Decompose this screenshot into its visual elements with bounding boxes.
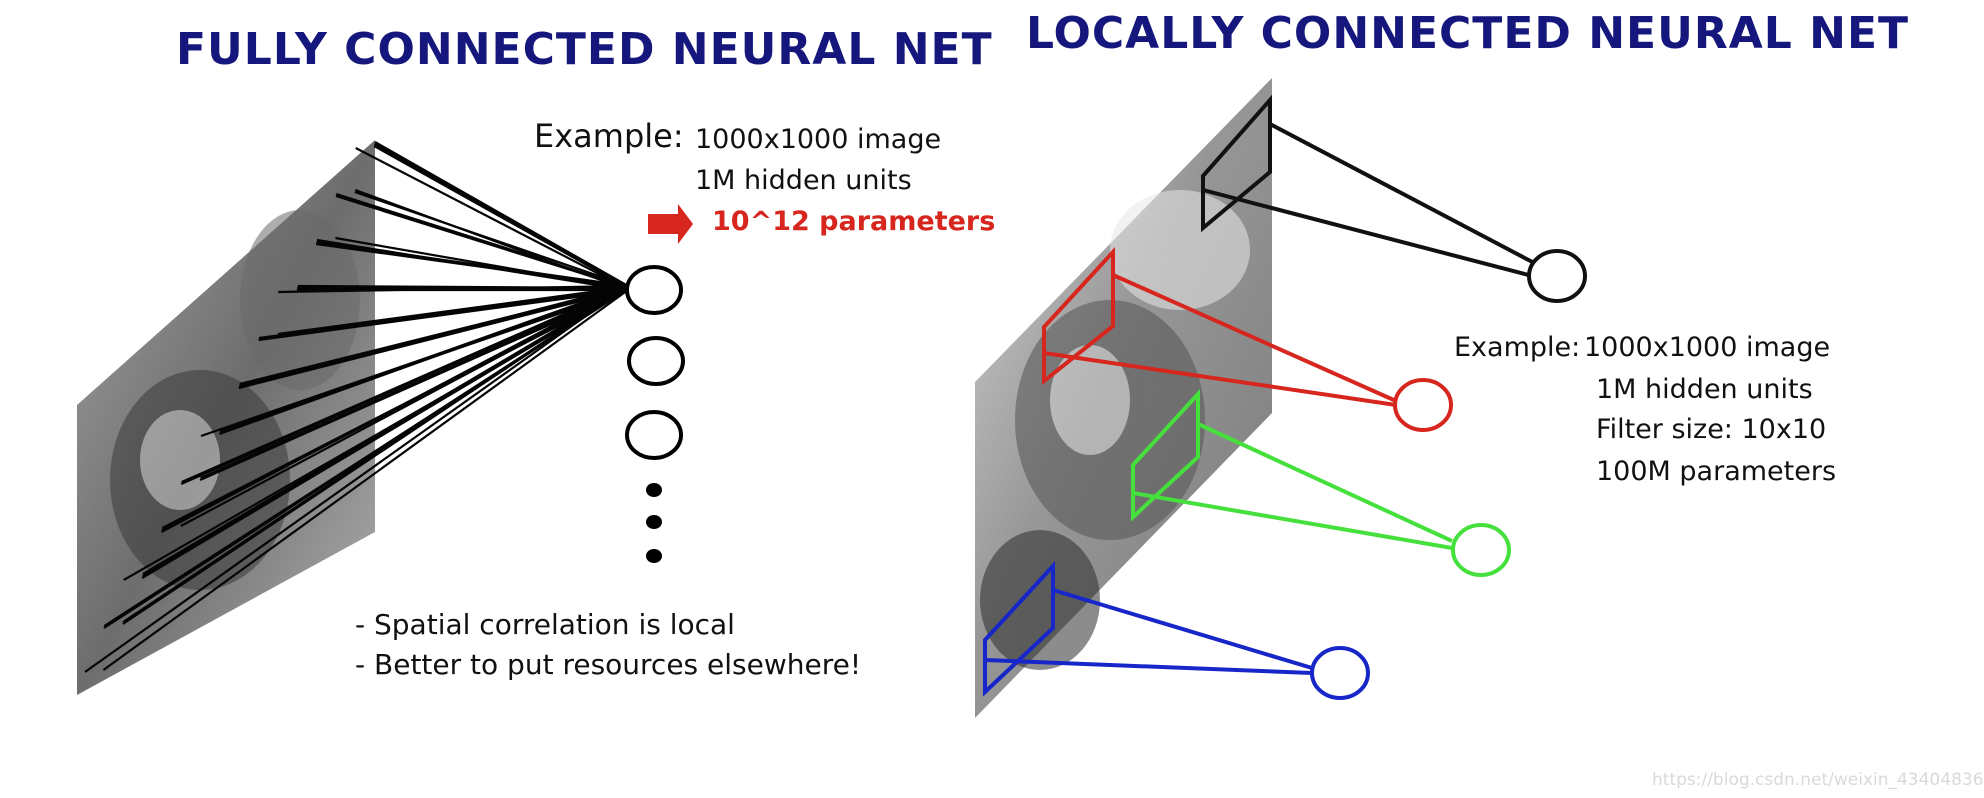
connection-line	[316, 240, 629, 288]
connection-line	[180, 285, 629, 486]
filter-green	[1131, 388, 1511, 577]
connection-line	[102, 289, 629, 671]
connection-line	[355, 147, 629, 290]
connection-line	[277, 285, 629, 336]
connection-line	[258, 287, 629, 340]
connection-line	[84, 285, 629, 673]
example-label-right: Example:	[1454, 332, 1581, 363]
red-arrow-icon	[648, 204, 693, 244]
connection-line	[258, 288, 629, 342]
connection-line	[200, 286, 629, 438]
filter-blue	[983, 560, 1370, 700]
connection-line	[160, 285, 629, 533]
filter-black	[1201, 94, 1587, 303]
ellipsis-dot-1	[646, 483, 662, 497]
connection-line	[354, 190, 629, 288]
hidden-unit-1	[625, 265, 683, 315]
ellipsis-dot-3	[646, 549, 662, 563]
example-line-right-4: 100M parameters	[1596, 456, 1837, 487]
note-1: - Spatial correlation is local	[355, 608, 735, 641]
connection-line	[123, 289, 629, 581]
connection-line	[199, 288, 629, 482]
ellipsis-dot-2	[646, 515, 662, 529]
example-line-right-3: Filter size: 10x10	[1596, 414, 1827, 445]
hidden-unit-black	[1527, 249, 1587, 303]
note-2: - Better to put resources elsewhere!	[355, 648, 862, 681]
connection-line	[373, 145, 629, 289]
fully-connected-lines	[84, 141, 629, 673]
params-line-left: 10^12 parameters	[712, 206, 996, 237]
diagram-canvas	[77, 78, 1587, 718]
connection-line	[103, 288, 629, 629]
filter-red	[1042, 246, 1453, 432]
example-label-left: Example:	[534, 117, 684, 155]
hidden-unit-red	[1393, 378, 1453, 432]
connection-line	[335, 194, 629, 290]
figure: FULLY CONNECTED NEURAL NET Example: 1000…	[77, 8, 1984, 790]
example-line-left-2: 1M hidden units	[695, 165, 912, 196]
example-line-left-1: 1000x1000 image	[695, 124, 942, 155]
connection-line	[238, 286, 629, 388]
hidden-unit-green	[1451, 523, 1511, 577]
example-line-right-1: 1000x1000 image	[1584, 332, 1831, 363]
watermark: https://blog.csdn.net/weixin_43404836	[1652, 770, 1984, 790]
hidden-unit-blue	[1310, 646, 1370, 700]
hidden-unit-3	[625, 410, 683, 460]
example-line-right-2: 1M hidden units	[1596, 374, 1813, 405]
connection-line	[315, 242, 629, 289]
title-locally-connected: LOCALLY CONNECTED NEURAL NET	[1026, 8, 1910, 59]
hidden-unit-2	[627, 336, 685, 386]
connection-line	[239, 285, 629, 386]
title-fully-connected: FULLY CONNECTED NEURAL NET	[176, 24, 993, 75]
connection-line	[238, 287, 629, 390]
connection-line	[335, 192, 629, 289]
connection-line	[278, 284, 629, 294]
